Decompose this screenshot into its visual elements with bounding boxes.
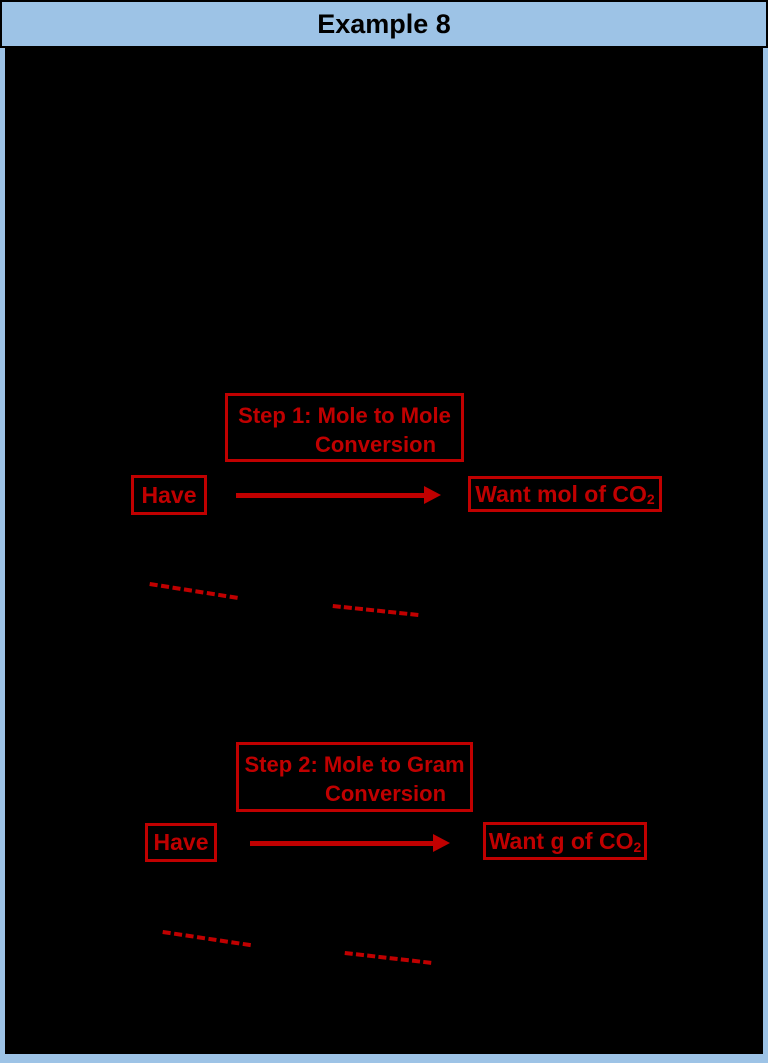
- step1-want-subscript: 2: [646, 491, 655, 507]
- step2-want-label: Want g of CO: [488, 827, 634, 854]
- step1-have-label: Have: [141, 481, 197, 508]
- title-bar: Example 8: [0, 0, 768, 48]
- content-area: [5, 48, 763, 1054]
- step2-heading-line1: Step 2: Mole to Gram: [244, 752, 465, 777]
- step1-want-label: Want mol of CO: [475, 480, 647, 507]
- step2-have-box: Have: [145, 823, 217, 862]
- step2-heading-line2: Conversion: [324, 781, 447, 806]
- step1-heading-box: Step 1: Mole to Mole Conversion: [225, 393, 464, 462]
- step2-right-arrow: [250, 841, 434, 846]
- step2-heading-box: Step 2: Mole to Gram Conversion: [236, 742, 473, 812]
- step2-want-subscript: 2: [633, 839, 642, 855]
- step2-have-label: Have: [153, 829, 209, 855]
- step1-heading-line1: Step 1: Mole to Mole: [238, 403, 451, 428]
- step1-right-arrow: [236, 493, 425, 498]
- page-title: Example 8: [317, 8, 451, 39]
- step2-right-arrow-head: [433, 834, 450, 852]
- step1-have-box: Have: [131, 475, 207, 515]
- step1-heading-line2: Conversion: [314, 432, 437, 457]
- step1-right-arrow-head: [424, 486, 441, 504]
